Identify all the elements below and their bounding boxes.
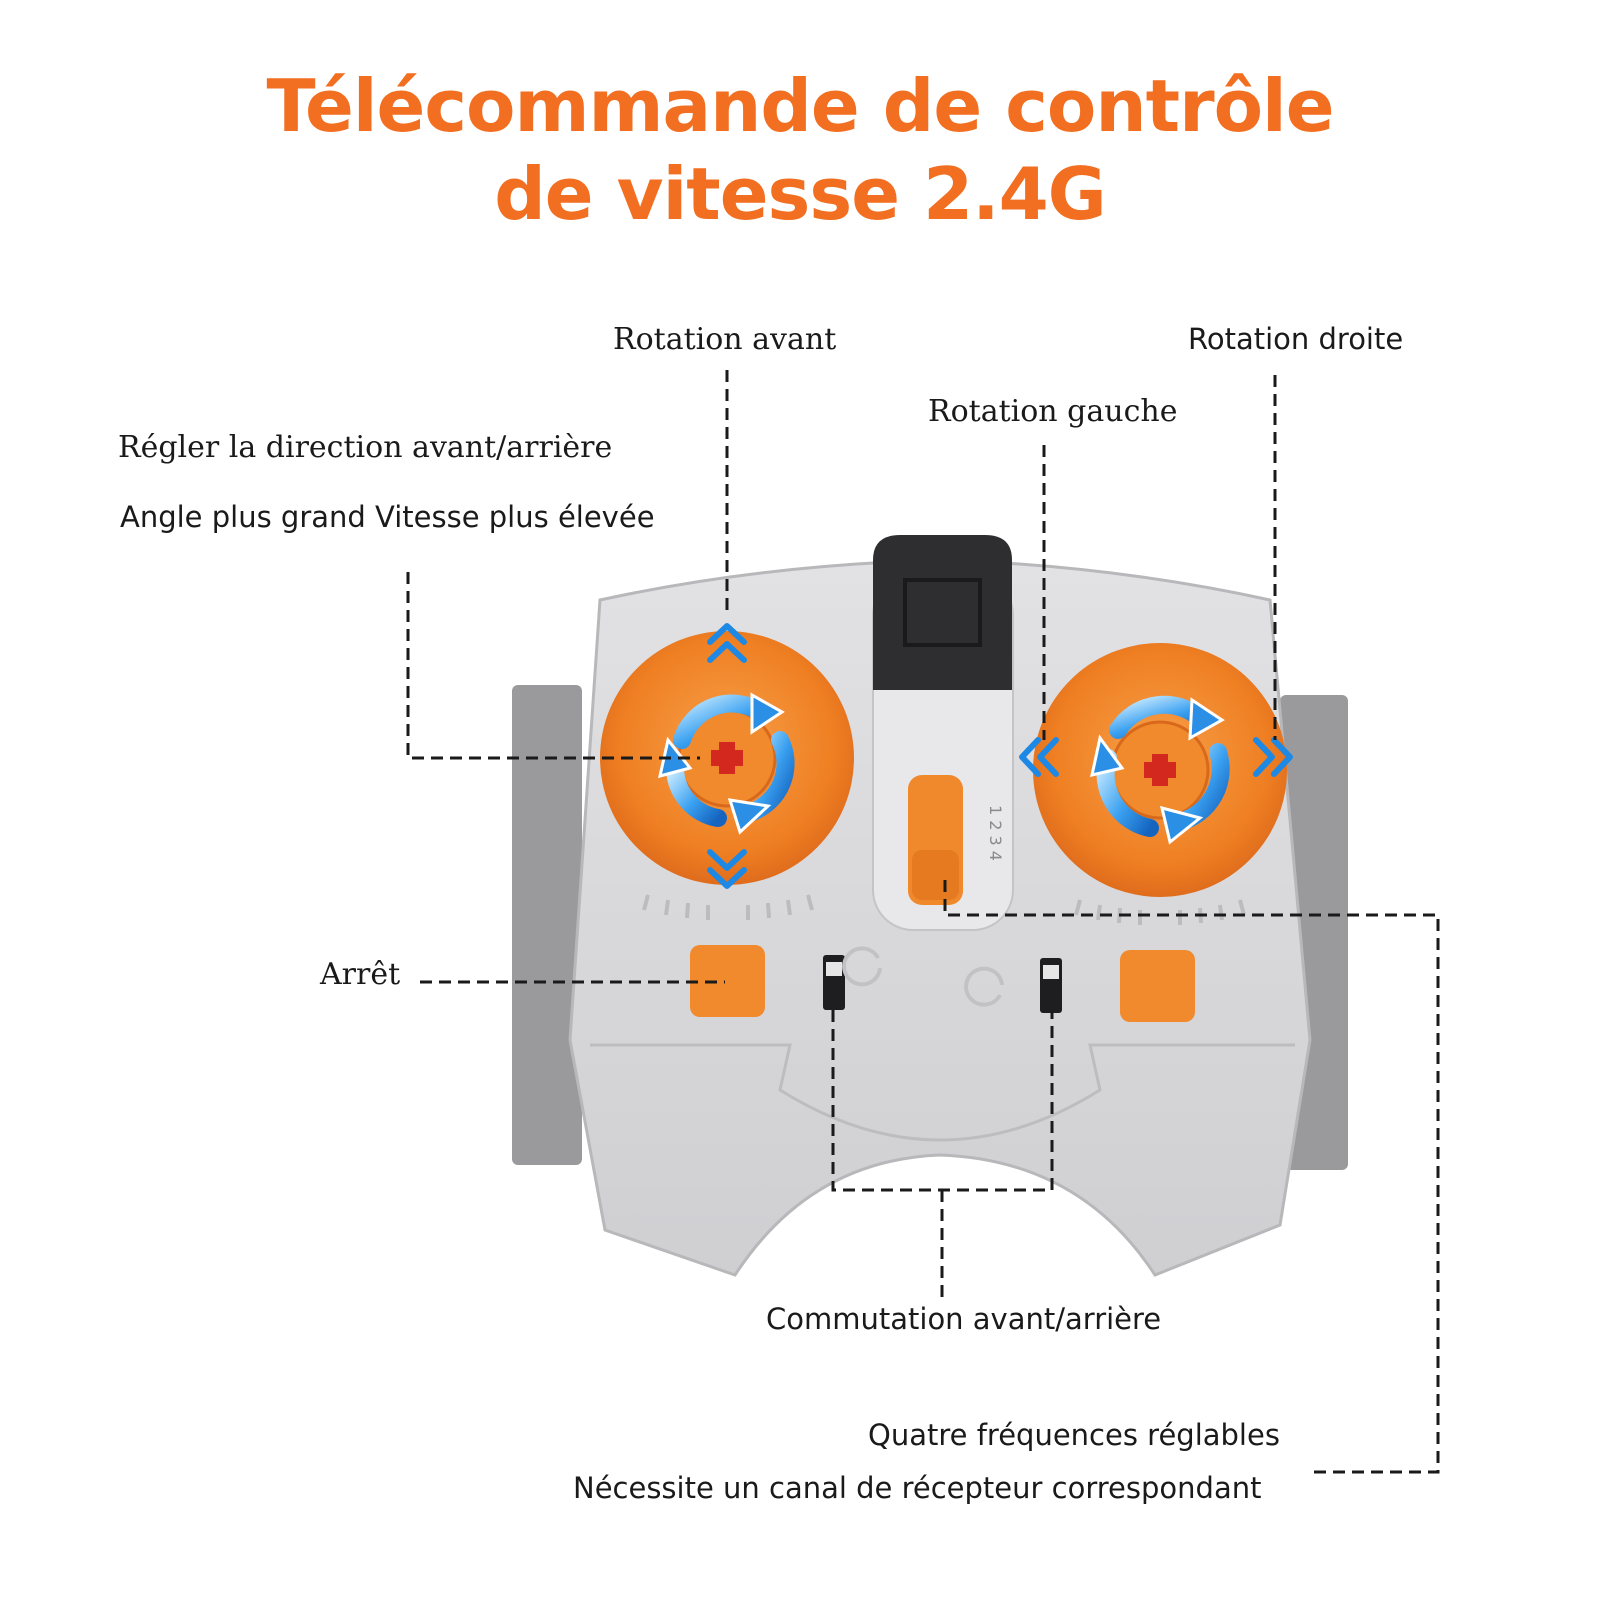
antenna-window — [903, 578, 982, 647]
chevron-down-icon — [707, 849, 747, 889]
label-necessite-canal: Nécessite un canal de récepteur correspo… — [573, 1471, 1262, 1505]
antenna-block — [873, 535, 1012, 690]
body-bevel — [590, 1043, 1295, 1142]
leader-regler-direction — [406, 572, 700, 760]
title-line-1: Télécommande de contrôle — [266, 64, 1334, 148]
rotate-arrowheads-right — [1090, 697, 1225, 845]
label-rotation-gauche: Rotation gauche — [928, 394, 1178, 429]
page-title: Télécommande de contrôle de vitesse 2.4G — [0, 62, 1600, 238]
right-dial-axle — [1144, 754, 1176, 786]
rotate-arrowheads-left — [657, 692, 785, 835]
chevron-left-icon — [1019, 737, 1059, 777]
right-rotate-marking-icon — [964, 966, 1004, 1007]
label-commutation: Commutation avant/arrière — [766, 1302, 1162, 1336]
frequency-switch-grip — [912, 850, 959, 900]
label-angle-vitesse: Angle plus grand Vitesse plus élevée — [120, 500, 655, 534]
left-stop-button[interactable] — [690, 945, 765, 1017]
left-rotate-marking-icon — [842, 946, 882, 987]
left-dial-ticks — [642, 894, 814, 920]
left-direction-toggle-tip — [826, 962, 842, 976]
label-rotation-avant: Rotation avant — [613, 322, 837, 357]
chevron-up-icon — [707, 623, 747, 663]
label-quatre-frequences: Quatre fréquences réglables — [868, 1418, 1280, 1452]
title-line-2: de vitesse 2.4G — [494, 152, 1107, 236]
leader-commutation — [831, 1010, 1054, 1300]
leader-frequences — [943, 880, 1440, 1474]
frequency-markings: 1 2 3 4 — [986, 805, 1005, 861]
chevron-right-icon — [1253, 737, 1293, 777]
label-arret: Arrêt — [320, 957, 401, 992]
left-side-bar — [512, 685, 582, 1165]
right-direction-toggle-tip — [1043, 965, 1059, 979]
left-dial-axle — [711, 742, 743, 774]
leader-lines — [406, 370, 1440, 1474]
label-rotation-droite: Rotation droite — [1188, 322, 1404, 356]
label-regler-direction: Régler la direction avant/arrière — [118, 430, 613, 465]
right-stop-button[interactable] — [1120, 950, 1195, 1022]
